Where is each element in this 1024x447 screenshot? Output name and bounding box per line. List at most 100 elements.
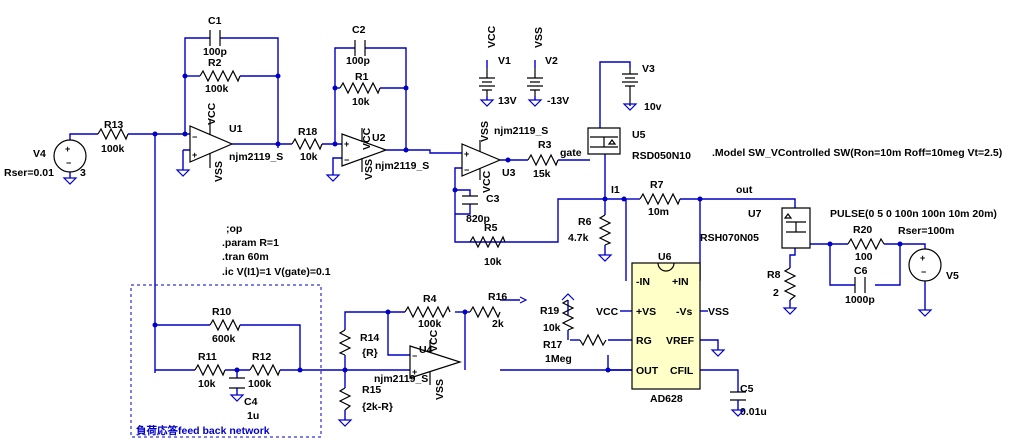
capacitor-c5[interactable]: C5 0.01u (730, 383, 767, 418)
junctions (152, 73, 903, 373)
r14-value: {R} (362, 347, 378, 359)
wires (69, 37, 926, 420)
r2-ref: R2 (208, 57, 222, 69)
source-v3[interactable]: V3 10v (622, 63, 662, 113)
directive-op[interactable]: ;op (226, 223, 242, 235)
u4-ref: U4 (419, 344, 433, 356)
capacitor-c3[interactable]: C3 820p (462, 193, 500, 225)
r3-value: 15k (533, 168, 551, 180)
u2-vss: VSS (363, 159, 375, 180)
resistor-r8[interactable]: R8 2 (767, 267, 797, 301)
resistor-r16[interactable]: R16 2k (469, 291, 507, 330)
r16-value: 2k (492, 318, 504, 330)
net-out: out (736, 184, 753, 196)
opamp-u2[interactable]: + − VCC VSS U2 njm2119_S (341, 127, 429, 180)
r19-value: 10k (543, 322, 561, 334)
resistor-r11[interactable]: R11 10k (194, 351, 226, 390)
v2-ref: V2 (545, 55, 558, 67)
r20-value: 100 (855, 251, 873, 263)
opamp-u1[interactable]: − + VCC VSS U1 njm2119_S (189, 102, 283, 182)
c4-ref: C4 (244, 396, 258, 408)
c2-value: 100p (346, 55, 370, 67)
r15-ref: R15 (362, 384, 381, 396)
r11-value: 10k (198, 378, 216, 390)
resistor-r19[interactable]: R19 10k (540, 299, 575, 334)
mosfet-u7[interactable]: U7 RSH070N05 (700, 207, 811, 249)
r7-value: 10m (648, 206, 669, 218)
resistor-r17[interactable]: R17 1Meg (543, 333, 607, 365)
svg-text:−: − (344, 155, 349, 165)
v4-value: 3 (80, 167, 86, 179)
resistor-r4[interactable]: R4 100k (404, 293, 451, 330)
u1-vss: VSS (213, 161, 225, 182)
resistor-r13[interactable]: R13 100k (97, 119, 129, 155)
r20-ref: R20 (853, 224, 872, 236)
resistor-r2[interactable]: R2 100k (199, 57, 241, 95)
opamp-u4[interactable]: − + VCC VSS U4 njm2119_S (374, 329, 462, 400)
source-v4[interactable]: + − V4 Rser=0.01 3 (4, 139, 87, 179)
resistor-r20[interactable]: R20 100 (847, 224, 885, 263)
u2-value: njm2119_S (375, 160, 429, 172)
r10-value: 600k (212, 333, 236, 345)
opamp-u3[interactable]: + − VSS VCC U3 njm2119_S (461, 121, 548, 193)
ad628-pin-rg: RG (636, 335, 652, 347)
resistor-r10[interactable]: R10 600k (209, 306, 241, 345)
capacitor-c6[interactable]: C6 1000p (845, 265, 875, 306)
resistor-r18[interactable]: R18 10k (291, 126, 323, 163)
resistor-r7[interactable]: R7 10m (639, 179, 681, 218)
c6-ref: C6 (854, 265, 868, 277)
r8-value: 2 (773, 287, 779, 299)
svg-text:+: + (344, 139, 349, 149)
ad628-vcc-label: VCC (596, 306, 619, 318)
resistor-r15[interactable]: R15 {2k-R} (338, 384, 393, 413)
v3-value: 10v (644, 101, 662, 113)
directive-ic[interactable]: .ic V(I1)=1 V(gate)=0.1 (222, 266, 331, 278)
resistor-r1[interactable]: R1 10k (339, 71, 381, 108)
r4-ref: R4 (423, 293, 437, 305)
u3-ref: U3 (502, 167, 516, 179)
u4-vcc: VCC (428, 329, 440, 352)
net-gate: gate (560, 147, 582, 159)
resistor-r3[interactable]: R3 15k (527, 139, 559, 180)
resistor-r6[interactable]: R6 4.7k (568, 214, 612, 246)
c4-value: 1u (247, 410, 259, 422)
capacitor-c4[interactable]: C4 1u (229, 377, 259, 422)
u7-ref: U7 (748, 208, 762, 220)
ground-symbols (62, 99, 933, 427)
source-v2[interactable]: VSS V2 -13V (527, 27, 569, 107)
r4-value: 100k (418, 318, 442, 330)
ad628-vss-label: VSS (708, 306, 729, 318)
resistor-r14[interactable]: R14 {R} (338, 329, 379, 359)
r5-ref: R5 (484, 222, 498, 234)
capacitor-c1[interactable]: C1 100p (203, 15, 227, 58)
r18-value: 10k (300, 151, 318, 163)
source-v5[interactable]: + − V5 Rser=100m PULSE(0 5 0 100n 100n 1… (830, 208, 997, 282)
directive-tran[interactable]: .tran 60m (222, 251, 269, 263)
r13-ref: R13 (104, 119, 123, 131)
c3-value: 820p (466, 213, 490, 225)
mosfet-u5[interactable]: U5 RSD050N10 (587, 127, 691, 162)
directive-param[interactable]: .param R=1 (222, 237, 279, 249)
r3-ref: R3 (538, 139, 552, 151)
ad628-pin-vsp: +VS (636, 306, 656, 318)
v1-vcc: VCC (486, 25, 498, 48)
source-v1[interactable]: VCC V1 13V (479, 25, 517, 107)
r11-ref: R11 (198, 351, 217, 363)
ad628-block[interactable]: U6 -IN +IN +VS -Vs RG VREF OUT CFIL AD62… (596, 251, 729, 405)
resistor-r12[interactable]: R12 100k (248, 351, 281, 390)
u5-value: RSD050N10 (632, 150, 691, 162)
v2-value: -13V (547, 95, 569, 107)
ad628-pin-cfil: CFIL (670, 365, 694, 377)
u4-value: njm2119_S (374, 373, 428, 385)
r12-ref: R12 (252, 351, 271, 363)
svg-text:−: − (464, 165, 469, 175)
directive-model[interactable]: .Model SW_VControlled SW(Ron=10m Roff=10… (712, 147, 1002, 159)
u3-vcc: VCC (481, 170, 493, 193)
v1-ref: V1 (498, 55, 511, 67)
resistor-r5[interactable]: R5 10k (469, 222, 506, 268)
r16-ref: R16 (488, 291, 507, 303)
u4-vss: VSS (434, 379, 446, 400)
feedback-network-box (130, 284, 322, 438)
capacitor-c2[interactable]: C2 100p (346, 24, 370, 67)
